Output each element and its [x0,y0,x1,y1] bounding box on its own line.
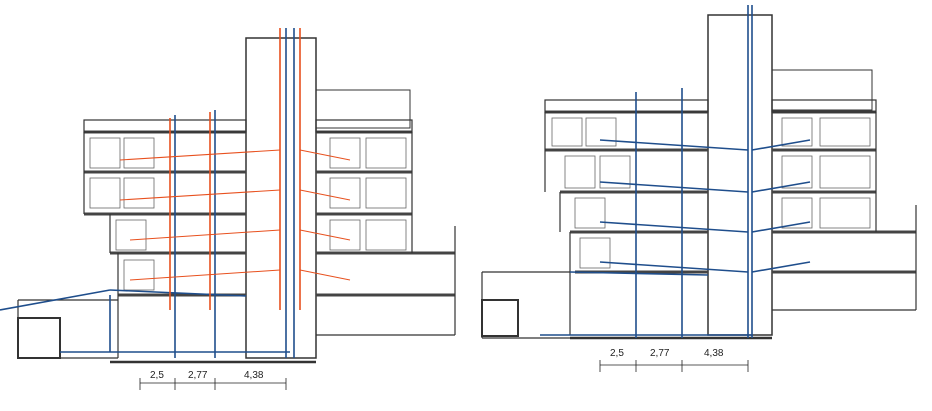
right-dim-2: 2,77 [650,348,670,359]
left-drain-pipes [169,28,301,310]
right-dim-3: 4,38 [704,348,724,359]
left-windows [89,137,407,291]
right-dimension-line [599,360,749,372]
left-section: 2,5 2,77 4,38 [0,28,456,390]
left-basement [17,299,316,364]
left-upper-roof-block [315,89,411,129]
left-drain-branches [119,149,351,281]
right-water-pipes [540,5,811,338]
right-walls [544,99,917,335]
right-tower-outline [707,14,773,336]
right-upper-roof-block [771,69,873,111]
right-dim-1: 2,5 [610,348,624,359]
left-dim-3: 4,38 [244,370,264,381]
right-windows [551,117,871,269]
left-dim-1: 2,5 [150,370,164,381]
right-floor-slabs [545,110,916,274]
right-section: 2,5 2,77 4,38 [481,5,917,372]
left-walls [83,119,456,358]
left-tower-outline [245,37,317,359]
left-water-pipes [0,28,295,358]
left-dimension-line [139,378,287,390]
left-dim-2: 2,77 [188,370,208,381]
right-basement [481,271,772,340]
